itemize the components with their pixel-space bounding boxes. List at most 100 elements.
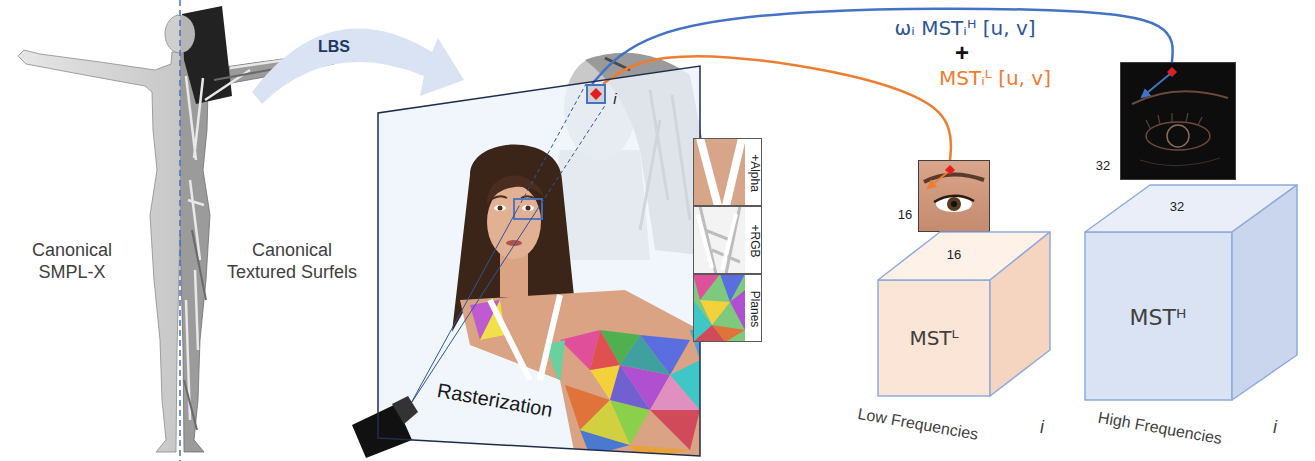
sight-line: [517, 84, 586, 209]
axis-label: High Frequencies: [1097, 408, 1224, 449]
surfel-texture: [186, 58, 300, 420]
edge-label: ωᵢ MSTᵢᴴ [u, v]: [891, 16, 1038, 40]
inset-panel: +Alpha: [693, 138, 762, 206]
inset-label: Planes: [748, 291, 762, 328]
iris: [526, 206, 531, 211]
inset-label-holder: +RGB: [748, 224, 762, 257]
texture-tile-outline: [1121, 63, 1237, 181]
dimension-label: 32: [1096, 158, 1110, 174]
high-frequency-eye: [1120, 62, 1236, 180]
inset-label: +RGB: [748, 224, 762, 257]
stack-name: MSTᴴ: [1130, 305, 1187, 331]
texture-stack: MSTᴴHigh Frequenciesi: [1085, 185, 1297, 400]
stack-name-holder: MSTᴸ: [909, 326, 958, 350]
inset-label-holder: +Alpha: [748, 154, 762, 192]
inset-strip: [745, 138, 762, 342]
dimension-label-holder: 32: [1096, 158, 1110, 174]
surfel-head: [180, 15, 195, 53]
edge-label: MSTᵢᴸ [u, v]: [936, 66, 1054, 90]
surfel-half: [180, 6, 342, 452]
smplx-head: [165, 15, 180, 53]
fringe: [487, 175, 545, 205]
axis-label-holder: High Frequencies: [1097, 408, 1224, 449]
smplx-half: [18, 15, 180, 452]
figure-caption: Canonical SMPL-X: [22, 240, 122, 283]
sample-arrow: [1142, 74, 1170, 97]
transform-label-holder: LBS: [318, 37, 350, 56]
camera-rays: [352, 84, 606, 458]
cube-face: [1232, 185, 1297, 400]
inset-panel: +RGB: [693, 206, 762, 274]
stack-name: MSTᴸ: [909, 326, 958, 350]
split-line: [179, 0, 181, 461]
texture-tile: 3232: [1120, 62, 1236, 180]
axis-index-holder: i: [1040, 417, 1044, 439]
low-frequency-eye: [918, 160, 990, 232]
eye: [522, 205, 534, 211]
surfel-index: i: [613, 90, 616, 108]
surfel-frame: [587, 85, 605, 103]
dimension-label-holder: 16: [898, 207, 912, 223]
surfel-patch-outline: [586, 84, 606, 104]
cube-face: [990, 232, 1050, 396]
operator-symbol: +: [955, 39, 969, 68]
edge-label-holder: MSTᵢᴸ [u, v]: [936, 66, 1054, 90]
plane-title: Rasterization: [435, 378, 554, 422]
figure-caption-holder: Canonical SMPL-X: [22, 240, 122, 283]
texture-tile-outline: [919, 161, 991, 233]
lbs-arrow: [252, 29, 464, 104]
inset-label: +Alpha: [748, 154, 762, 192]
stack-name-holder: MSTᴴ: [1130, 305, 1187, 331]
cube-face: [1085, 232, 1232, 400]
plane-title-holder: Rasterization: [435, 378, 554, 422]
sight-line: [410, 209, 517, 405]
operator-symbol-holder: +: [955, 39, 969, 68]
edge-label-holder: ωᵢ MSTᵢᴴ [u, v]: [891, 16, 1038, 40]
planes-crop: [693, 274, 745, 342]
image-plane: Rasterization +Alpha +RGB Planes: [378, 62, 763, 461]
face: [487, 185, 541, 259]
iris: [498, 206, 503, 211]
texture-stack: MSTᴸLow Frequenciesi: [878, 232, 1050, 398]
inset-label-holder: Planes: [748, 291, 762, 328]
texture-stack-outline: [1085, 185, 1297, 400]
rgb-crop: [693, 206, 745, 274]
smplx-body: [18, 50, 180, 452]
plane-border: [378, 66, 700, 456]
dimension-label: 16: [947, 247, 961, 263]
inset-panel: Planes: [693, 274, 762, 342]
texture-tile: 1616: [918, 160, 990, 232]
axis-index: i: [1273, 417, 1277, 439]
axis-index-holder: i: [1273, 417, 1277, 439]
sight-line: [410, 209, 537, 405]
sight-line: [537, 104, 606, 209]
plane-ground: [378, 66, 700, 456]
texture-stack-outline: [878, 232, 1050, 398]
axis-label-holder: Low Frequencies: [856, 404, 979, 444]
dimension-label-holder: 32: [1170, 199, 1184, 215]
axis-label: Low Frequencies: [856, 404, 979, 444]
surfel-dot: [590, 88, 602, 100]
straps: [490, 295, 560, 380]
figure-caption: Canonical Textured Surfels: [216, 240, 368, 283]
dimension-label: 32: [1170, 199, 1184, 215]
rendered-person: [452, 144, 700, 460]
dimension-label: 16: [898, 207, 912, 223]
cube-face: [878, 280, 990, 396]
axis-index: i: [1040, 417, 1044, 439]
sample-arrow: [928, 172, 948, 188]
surfel-patch: i: [586, 84, 606, 104]
eye: [494, 205, 506, 211]
dimension-label-holder: 16: [947, 247, 961, 263]
figure-caption-holder: Canonical Textured Surfels: [216, 240, 368, 283]
alpha-crop: [693, 138, 745, 206]
camera-lens: [392, 396, 418, 424]
transform-label: LBS: [318, 37, 350, 56]
surfel-index-holder: i: [613, 90, 616, 108]
torso: [460, 290, 700, 456]
texture-lookup-curve: [592, 9, 1173, 84]
